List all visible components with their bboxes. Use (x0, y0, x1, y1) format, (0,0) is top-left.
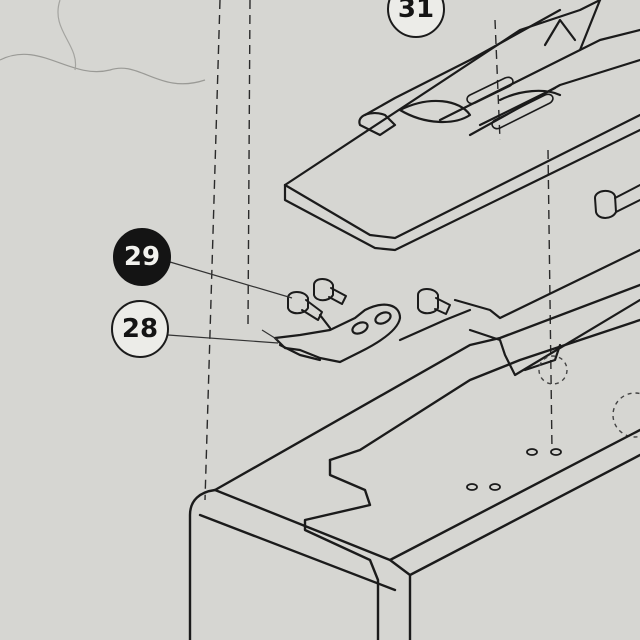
part-29-screws (287, 278, 347, 321)
background-contour (57, 0, 77, 71)
right-screw (594, 184, 640, 219)
callout-label: 28 (121, 314, 159, 344)
part-28-bracket (273, 303, 402, 364)
background-contour (0, 53, 206, 85)
callout-29: 29 (113, 228, 171, 286)
part-31-plate (283, 0, 640, 252)
callout-28: 28 (111, 300, 169, 358)
center-line (204, 0, 221, 501)
base-frame (188, 283, 640, 640)
callout-label: 31 (397, 0, 435, 24)
leader-lines (167, 261, 293, 344)
callout-label: 29 (123, 242, 161, 272)
center-line (494, 19, 501, 141)
guide-rail (398, 248, 640, 377)
plate-slots (466, 76, 554, 130)
mounting-holes (466, 448, 562, 491)
hidden-feature (538, 355, 640, 438)
center-line (547, 149, 553, 451)
center-line (247, 0, 251, 326)
rail-screw (417, 288, 451, 315)
